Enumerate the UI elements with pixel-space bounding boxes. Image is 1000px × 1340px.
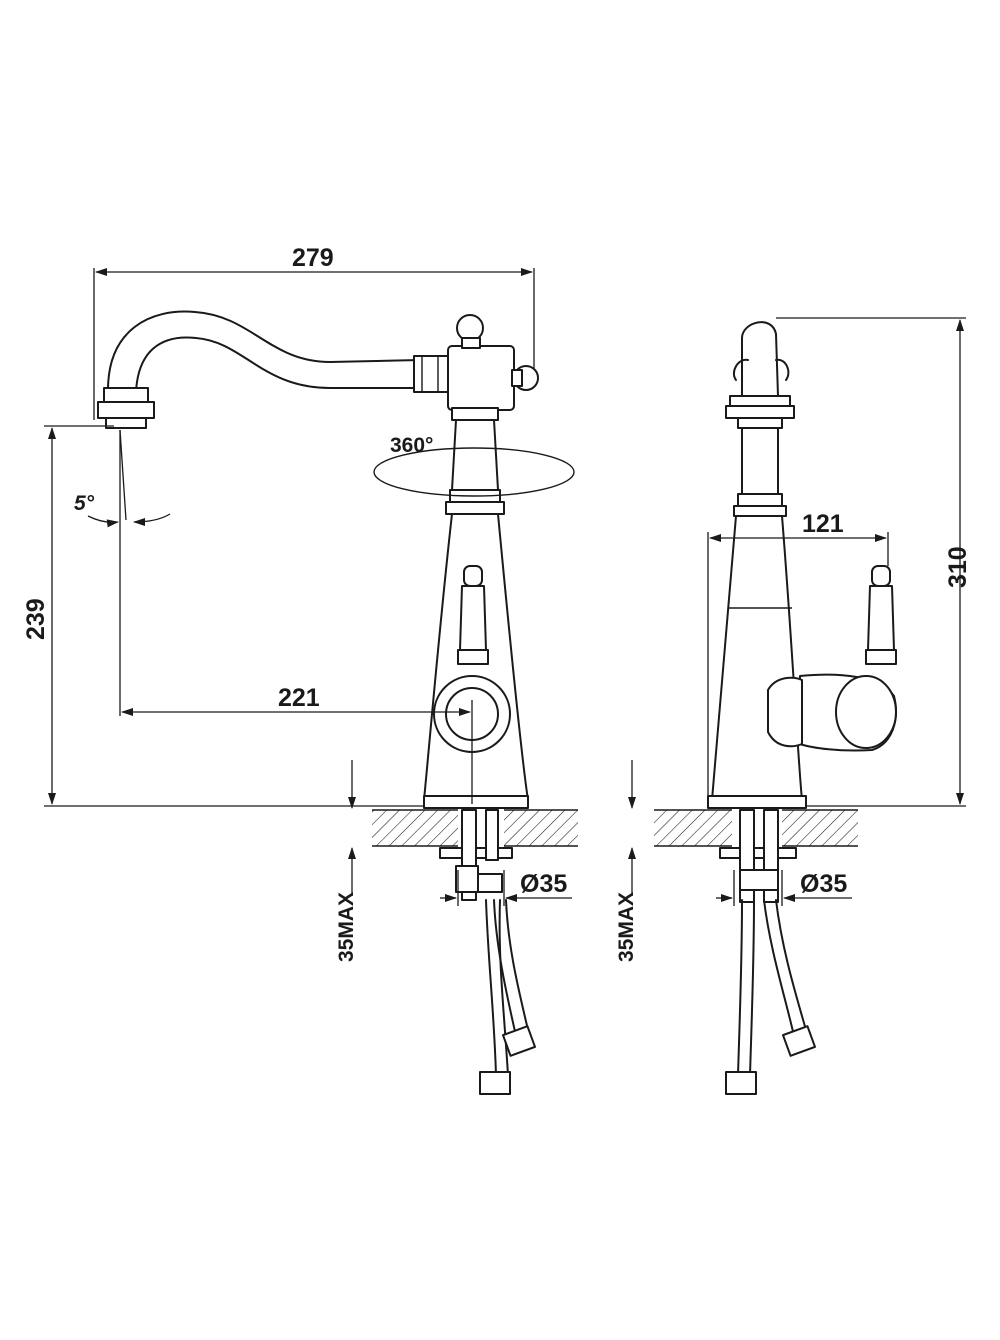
- dimension-5-degree: 5°: [74, 429, 171, 528]
- dimension-35max-front: 35MAX: [335, 760, 358, 962]
- rotation-indicator: 360°: [373, 434, 575, 497]
- spout: [97, 310, 449, 429]
- dim-hole-diameter-front: Ø35: [520, 870, 567, 898]
- dimension-310: 310: [776, 317, 972, 807]
- rotation-angle-label: 360°: [390, 434, 433, 457]
- mounting-hardware-side: [719, 809, 816, 1095]
- dimension-239: 239: [22, 425, 424, 807]
- dim-spout-height: 239: [22, 598, 50, 640]
- dim-overall-height: 310: [944, 546, 972, 588]
- mounting-hardware-front: [439, 809, 536, 1095]
- dim-counter-thickness-side: 35MAX: [615, 892, 638, 962]
- dim-spout-reach-axis: 221: [278, 684, 320, 712]
- dim-spout-tilt: 5°: [74, 492, 95, 515]
- side-view: 121 310 35MAX Ø35: [615, 317, 972, 1095]
- front-view: 360° 279 239: [22, 244, 578, 1095]
- dimension-279: 279: [93, 244, 535, 420]
- dim-hole-diameter-side: Ø35: [800, 870, 847, 898]
- faucet-body-front: [423, 314, 539, 809]
- dimension-121: 121: [707, 510, 889, 800]
- faucet-body-side: [707, 321, 897, 809]
- countertop-side: [654, 809, 858, 847]
- dim-counter-thickness-front: 35MAX: [335, 892, 358, 962]
- dim-spout-reach-total: 279: [292, 244, 334, 272]
- dim-handle-depth: 121: [802, 510, 844, 538]
- dimension-221: 221: [119, 520, 473, 804]
- dimension-35max-side: 35MAX: [615, 760, 638, 962]
- dimension-diameter-side: Ø35: [716, 870, 852, 906]
- dimension-diameter-front: Ø35: [440, 870, 572, 906]
